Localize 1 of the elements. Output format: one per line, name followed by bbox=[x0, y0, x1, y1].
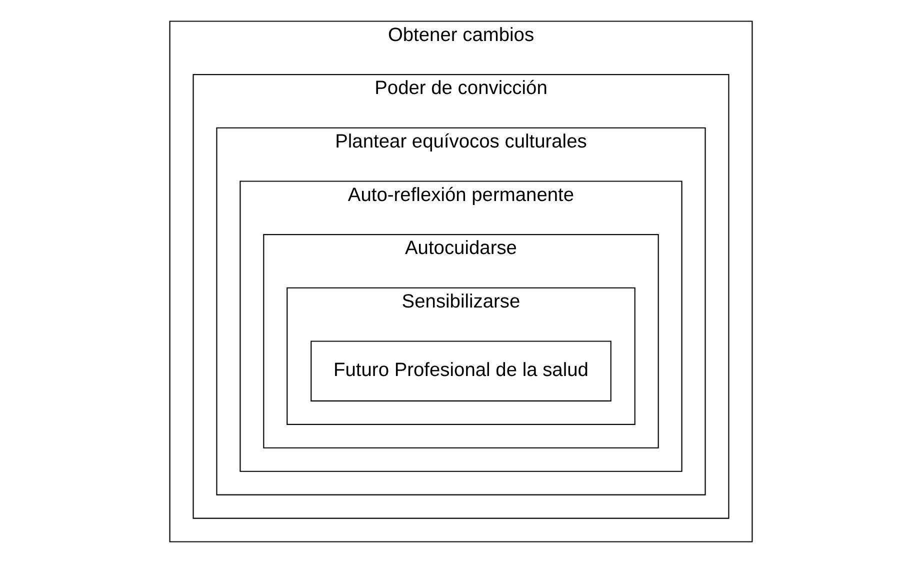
node-box: Futuro Profesional de la salud bbox=[310, 340, 612, 402]
